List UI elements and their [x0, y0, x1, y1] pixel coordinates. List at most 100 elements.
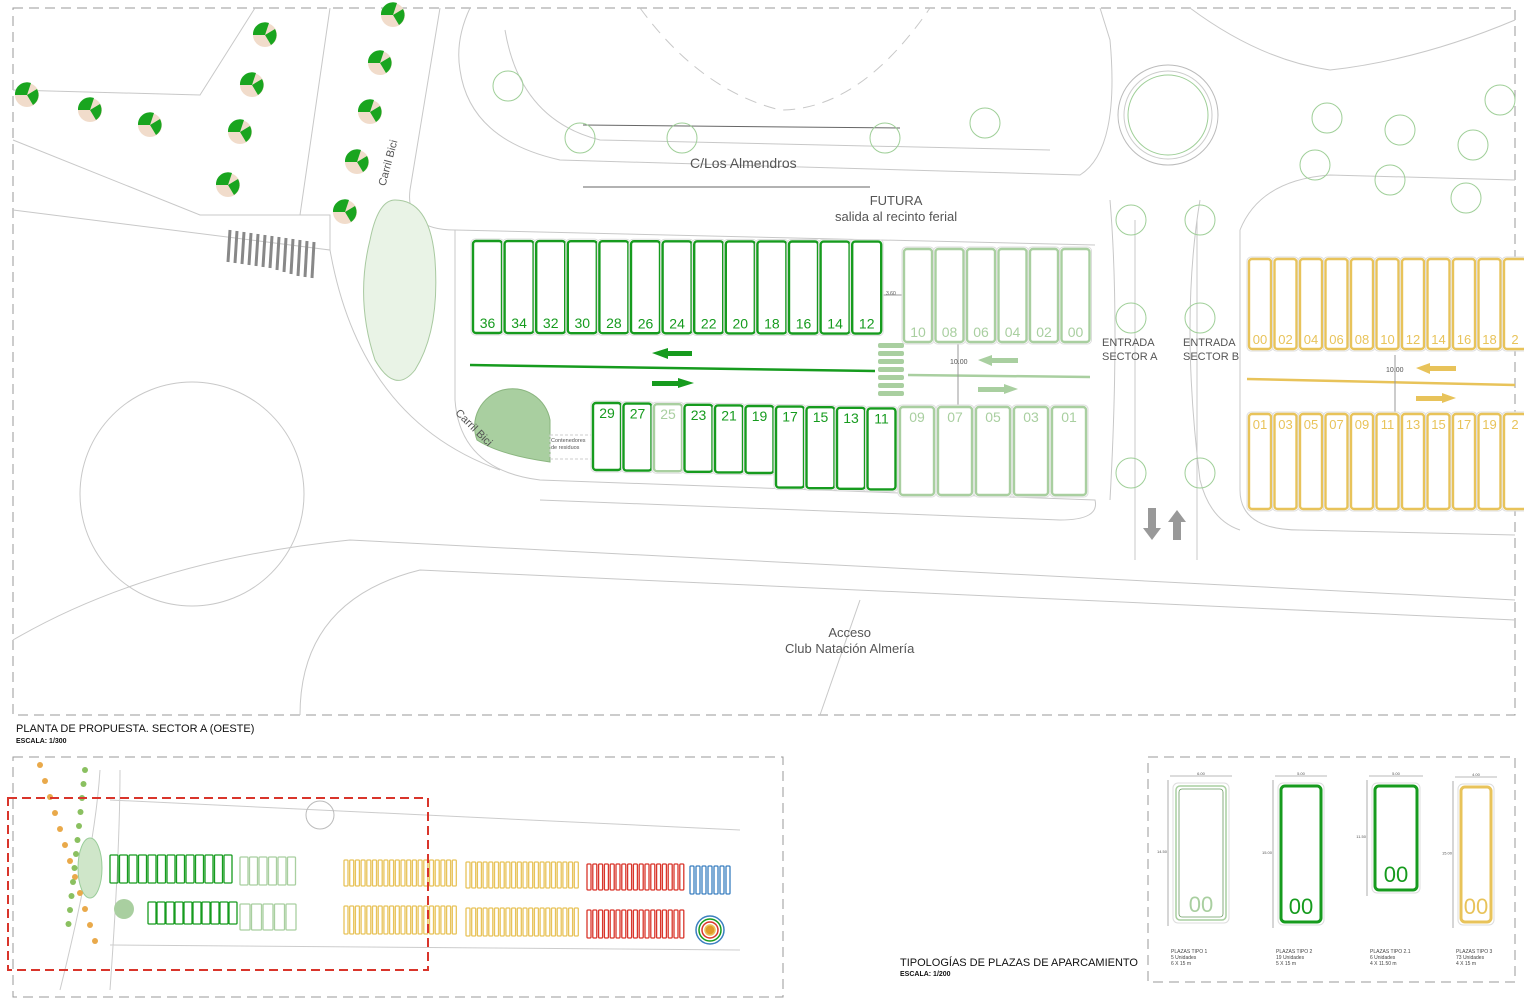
parking-space-number: 18: [1482, 332, 1496, 347]
overview-parking-space: [248, 856, 259, 886]
overview-parking-space: [156, 901, 166, 925]
overview-parking-space: [533, 861, 540, 889]
overview-circle-feature: [701, 921, 719, 939]
parking-space: 07: [935, 404, 975, 498]
overview-parking-space: [482, 907, 488, 937]
plan-scale: ESCALA: 1/300: [16, 738, 67, 745]
overview-tree-icon: [37, 762, 43, 768]
palm-tree-icon: [239, 72, 264, 97]
overview-parking-space: [597, 909, 604, 939]
legend-frame: [1147, 756, 1516, 983]
overview-parking-space: [488, 861, 494, 889]
parking-space-outline: [936, 405, 974, 497]
parking-space: 06: [1323, 256, 1350, 352]
overview-parking-space: [440, 905, 446, 935]
legend-type-size: 5 X 15 m: [1276, 961, 1297, 967]
tree-icon: [1115, 457, 1147, 489]
parking-space-outline: [1349, 412, 1375, 511]
overview-parking-space: [210, 901, 220, 925]
overview-parking-space: [239, 903, 251, 931]
overview-parking-space: [626, 863, 633, 891]
tree-icon: [564, 122, 596, 154]
parking-space-outline: [1012, 405, 1050, 497]
parking-space: 10: [901, 246, 935, 345]
legend-type-size: 6 X 15 m: [1171, 961, 1192, 967]
parking-space: 09: [1348, 411, 1376, 512]
parking-space: 09: [897, 404, 937, 498]
entrance-a-line-1: ENTRADA: [1102, 337, 1155, 349]
overview-tree-icon: [65, 921, 72, 927]
overview-parking-space: [239, 856, 249, 886]
parking-space-number: 12: [859, 316, 875, 332]
overview-tree-icon: [77, 890, 83, 896]
parking-space-number: 01: [1253, 417, 1267, 432]
overview-parking-space: [434, 905, 440, 935]
palm-tree-icon: [215, 172, 240, 197]
crosswalk: [226, 229, 316, 279]
parking-space-outline: [1028, 247, 1060, 344]
overview-tree-icon: [68, 893, 75, 899]
lane-markings: [469, 294, 1516, 540]
legend-width-dim: 4.00: [1472, 772, 1481, 777]
overview-parking-space: [183, 901, 193, 925]
overview-tree-area: [114, 899, 134, 919]
legend-length-dim: 15.00: [1442, 851, 1453, 856]
parking-space-outline: [1247, 412, 1273, 511]
palm-tree-icon: [14, 82, 39, 107]
parking-space-outline: [1375, 412, 1400, 511]
arrow-down-icon: [1143, 508, 1161, 540]
legend-parking-space: [1279, 784, 1323, 924]
overview-parking-space: [445, 905, 452, 935]
waste-containers-label: Contenedores de residuos: [551, 438, 586, 452]
parking-space-number: 02: [1036, 324, 1052, 340]
overview-parking-space: [156, 854, 167, 884]
overview-parking-space: [482, 861, 488, 889]
overview-parking-space: [377, 905, 383, 935]
overview-parking-space: [258, 856, 268, 886]
tree-icon: [1484, 84, 1516, 116]
overview-parking-space: [609, 863, 615, 891]
overview-parking-space: [545, 861, 551, 889]
overview-parking-space: [499, 907, 505, 937]
overview-parking-space: [621, 863, 627, 891]
parking-space-number: 03: [1023, 409, 1039, 425]
parking-space-outline: [1324, 257, 1349, 351]
trees: [14, 2, 1516, 489]
parking-space: 12: [849, 239, 884, 337]
overview-parking-space: [562, 861, 568, 889]
legend-type-units: 5 Unidades: [1171, 955, 1197, 961]
overview-parking-space: [476, 907, 483, 937]
overview-parking-space: [201, 901, 211, 925]
overview-parking-space: [147, 901, 157, 925]
overview-tree-icon: [80, 781, 87, 787]
overview-parking-space: [471, 907, 477, 937]
arrow-right-icon: [1416, 393, 1456, 403]
overview-parking-space: [615, 863, 621, 891]
overview-parking-space: [366, 905, 372, 935]
legend-type-size: 4 X 11.50 m: [1370, 961, 1397, 967]
parking-space-outline: [503, 239, 535, 335]
tree-icon: [1184, 457, 1216, 489]
entrance-a-label: ENTRADA SECTOR A: [1102, 336, 1157, 364]
overview-parking-space: [465, 861, 471, 889]
arrow-right-icon: [652, 378, 694, 388]
parking-space-outline: [598, 239, 630, 335]
parking-space: 22: [691, 238, 726, 336]
parking-space-outline: [1324, 412, 1349, 511]
parking-space-number: 20: [733, 315, 749, 331]
arrow-right-icon: [978, 384, 1018, 394]
overview-circle-feature: [704, 924, 716, 936]
overview-parking-space: [725, 865, 731, 895]
legend-spaces: 006.0014.50005.0015.00005.0011.50004.001…: [1157, 771, 1497, 928]
overview-parking-space: [277, 856, 287, 886]
legend-width-dim: 5.00: [1392, 771, 1401, 776]
parking-space: 2: [1501, 256, 1524, 352]
parking-space-outline: [787, 240, 820, 335]
legend-title: TIPOLOGÍAS DE PLAZAS DE APARCAMIENTO: [900, 957, 1138, 969]
parking-space: 15: [804, 404, 837, 491]
parking-space: 15: [1425, 411, 1452, 512]
parking-space-number: 2: [1511, 417, 1518, 432]
parking-space-outline: [1451, 257, 1477, 351]
parking-space: 26: [628, 238, 663, 336]
